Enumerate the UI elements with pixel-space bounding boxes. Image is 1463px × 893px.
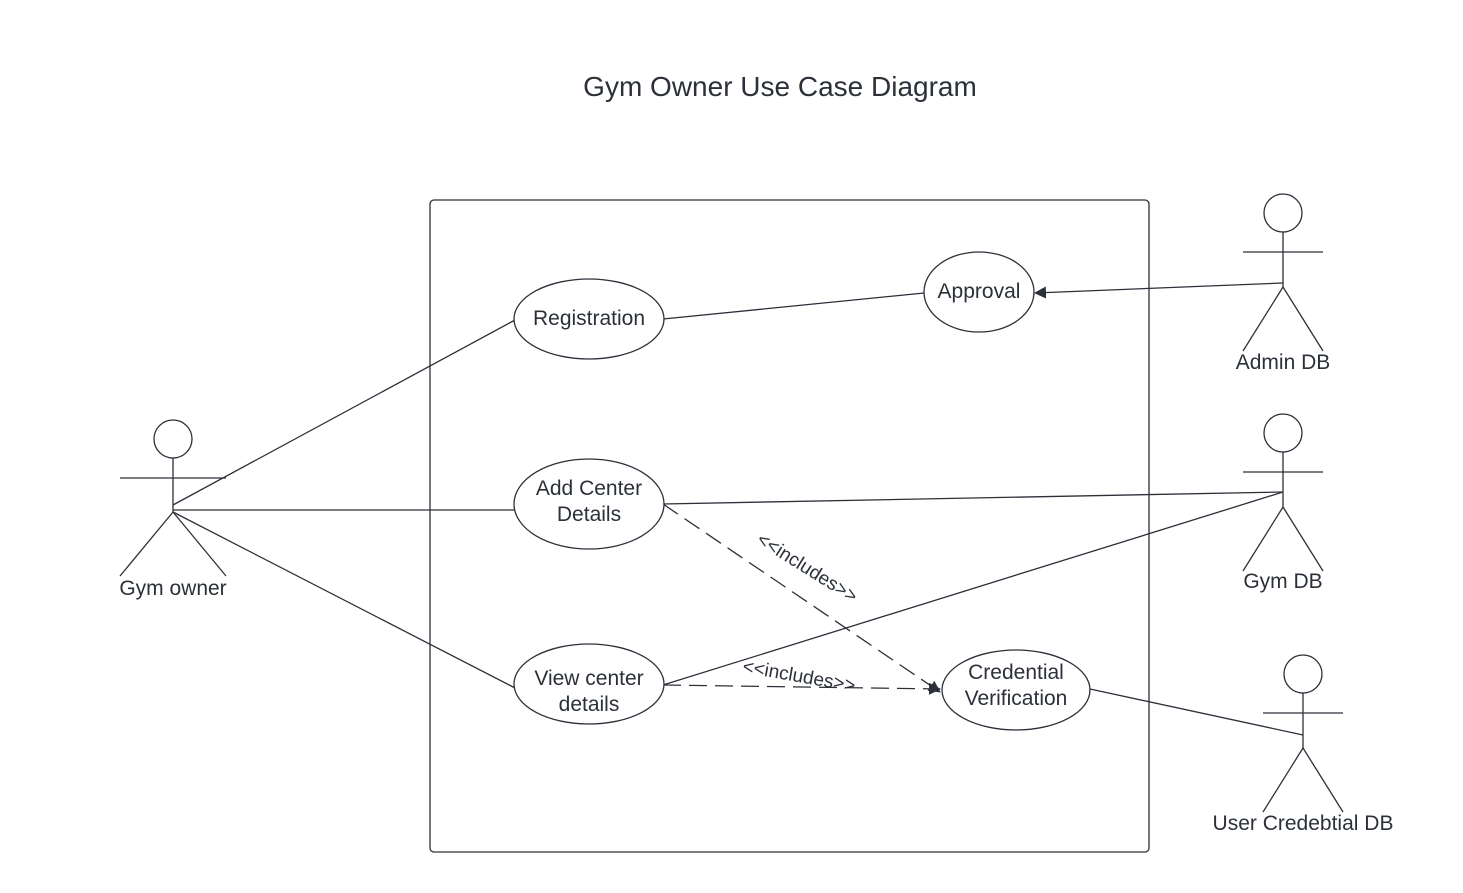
actor-head-icon xyxy=(1283,654,1323,694)
use-case-approval[interactable]: Approval xyxy=(923,251,1035,333)
cred-to-userdb-line xyxy=(1089,688,1304,736)
use-case-view-center-label-line1: View center xyxy=(534,667,643,690)
actor-head-icon xyxy=(1263,193,1303,233)
owner-to-registration-line xyxy=(172,319,516,506)
use-case-registration[interactable]: Registration xyxy=(513,278,665,360)
association-lines xyxy=(172,282,1304,736)
actor-head-icon xyxy=(153,419,193,459)
use-case-add-center-details[interactable]: Add Center Details xyxy=(513,458,665,550)
actor-user-credential-db[interactable]: User Credebtial DB xyxy=(1213,654,1394,835)
diagram-title: Gym Owner Use Case Diagram xyxy=(583,71,977,102)
add-center-to-gymdb-line xyxy=(662,491,1284,505)
view-center-includes-cred-arrow xyxy=(662,682,941,695)
admin-to-approval-arrow xyxy=(1034,282,1284,299)
actor-gym-db[interactable]: Gym DB xyxy=(1242,413,1324,593)
use-case-view-center-details[interactable]: View center details xyxy=(513,643,665,725)
use-case-cred-label-line2: Verification xyxy=(965,687,1068,710)
actor-user-credential-db-label: User Credebtial DB xyxy=(1213,812,1394,835)
use-case-add-center-label-line2: Details xyxy=(557,503,621,526)
actor-admin-db[interactable]: Admin DB xyxy=(1236,193,1331,374)
actor-gym-db-label: Gym DB xyxy=(1243,570,1322,593)
registration-to-approval-line xyxy=(662,292,925,320)
actor-gym-owner-label: Gym owner xyxy=(119,577,226,600)
use-case-credential-verification[interactable]: Credential Verification xyxy=(941,649,1091,731)
use-case-registration-label: Registration xyxy=(533,307,645,330)
actor-admin-db-label: Admin DB xyxy=(1236,351,1331,374)
use-case-add-center-label-line1: Add Center xyxy=(536,477,642,500)
view-center-to-gymdb-line xyxy=(662,491,1284,686)
use-case-view-center-label-line2: details xyxy=(559,693,620,716)
actor-gym-owner[interactable]: Gym owner xyxy=(119,419,227,600)
use-case-cred-label-line1: Credential xyxy=(968,661,1064,684)
owner-to-view-center-line xyxy=(172,511,516,689)
actor-head-icon xyxy=(1263,413,1303,453)
use-case-approval-label: Approval xyxy=(938,280,1021,303)
add-center-includes-cred-arrow xyxy=(662,503,941,693)
